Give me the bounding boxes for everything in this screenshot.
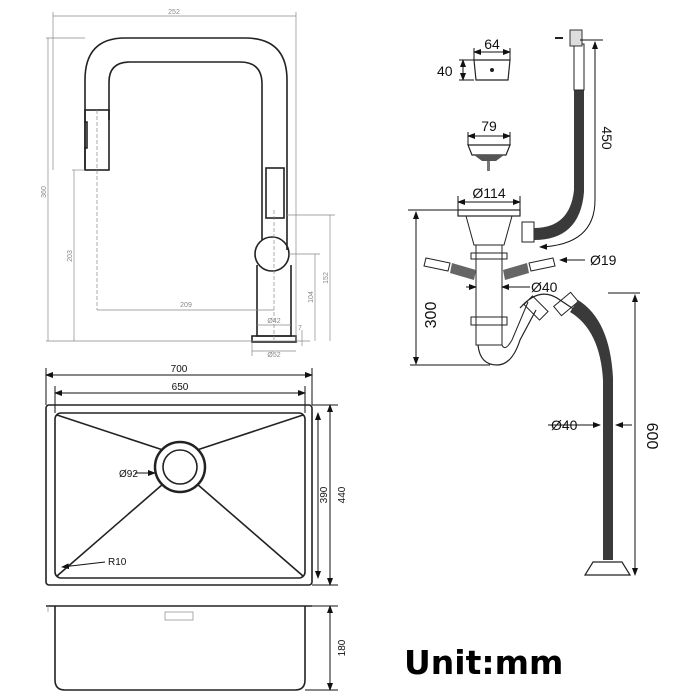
reach-label: 209: [180, 302, 192, 309]
sink-side-view: 180: [46, 605, 348, 691]
outer-depth-label: 440: [337, 486, 348, 503]
unit-label: Unit:mm: [404, 643, 564, 682]
body-diameter-label: Ø42: [267, 318, 280, 325]
hose-length-label: 600: [643, 423, 660, 450]
drain-kit-drawing: 64 40 79 Ø114 450: [408, 29, 660, 576]
strainer-diameter-label: 79: [481, 118, 497, 134]
overflow-cover: [473, 59, 511, 81]
branch-connectors: [423, 257, 556, 280]
inner-depth-label: 390: [319, 486, 330, 503]
base-thickness-label: 7: [298, 325, 302, 332]
flange-diameter-label: Ø114: [472, 185, 505, 201]
faucet-drawing: 252 360 203 209 Ø42 Ø52 104 152 7: [41, 9, 335, 359]
faucet-height-label: 360: [41, 186, 48, 198]
branch-diameter-label: Ø19: [590, 252, 617, 268]
sink-basin: [54, 412, 306, 579]
corner-radius-label: R10: [108, 557, 127, 568]
drain-hose: [570, 300, 613, 560]
spout-height-label: 203: [67, 250, 74, 262]
sink-outer-rim: [45, 404, 313, 586]
inner-width-label: 650: [172, 382, 189, 393]
base-diameter-label: Ø52: [267, 352, 280, 359]
drain-diameter-label: Ø92: [119, 469, 138, 480]
overflow-hose: [534, 90, 584, 240]
strainer-basket: [467, 144, 511, 156]
sink-top-view: 700 650 Ø92 R10 440 390: [45, 364, 348, 586]
faucet-width-label: 252: [168, 9, 180, 16]
drain-hole: [153, 440, 207, 494]
handle-icon: [254, 236, 290, 272]
lever-height-label: 152: [323, 272, 330, 284]
overflow-hose-length-label: 450: [599, 126, 615, 150]
overflow-height-label: 40: [437, 63, 453, 79]
sink-height-label: 180: [337, 639, 348, 656]
handle-height-label: 104: [308, 291, 315, 303]
trap-height-label: 300: [423, 302, 440, 329]
overflow-width-label: 64: [484, 36, 500, 52]
hose-diameter-label: Ø40: [551, 417, 578, 433]
pipe-diameter-label: Ø40: [531, 279, 558, 295]
outer-width-label: 700: [171, 364, 188, 375]
